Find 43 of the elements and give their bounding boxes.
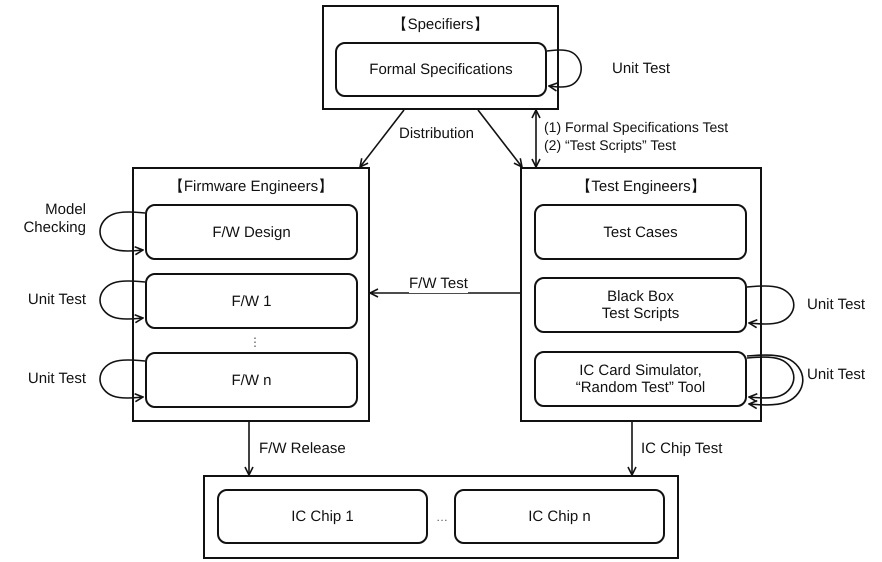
edge-label: F/W Test: [409, 275, 468, 293]
loop-arrow: [546, 49, 582, 92]
edge-label: IC Chip Test: [641, 440, 722, 458]
process-box: [534, 204, 747, 260]
node-label: F/W 1: [230, 292, 272, 310]
process-box: [534, 277, 747, 333]
process-box: [217, 489, 428, 544]
node-label: F/W n: [230, 372, 272, 388]
node-label: Black Box Test Scripts: [600, 288, 680, 322]
node-label: Formal Specifications: [368, 61, 514, 78]
process-box: [145, 273, 358, 329]
loop-arrow: [99, 280, 146, 324]
loop-arrow: [746, 285, 795, 328]
loop-arrow: [99, 359, 146, 402]
arrow: [359, 110, 405, 168]
ellipsis-text: …: [436, 510, 448, 524]
group-box: [132, 167, 370, 422]
arrow: [627, 422, 637, 476]
group-title: 【Test Engineers】: [575, 177, 707, 196]
arrow: [244, 422, 254, 476]
node-label: IC Chip n: [527, 508, 592, 525]
loop-arrow: [746, 354, 804, 410]
node-label: IC Chip 1: [290, 508, 355, 525]
group-box: [322, 5, 559, 110]
process-box: [145, 204, 358, 260]
loop-arrow: [746, 356, 795, 402]
node-label: Test Cases: [602, 224, 679, 240]
process-box: [145, 352, 358, 408]
process-box: [454, 489, 665, 544]
group-title: 【Firmware Engineers】: [168, 177, 334, 196]
node-label: IC Card Simulator, “Random Test” Tool: [574, 362, 706, 396]
edge-label: (1) Formal Specifications Test (2) “Test Scripts” Test: [544, 118, 730, 154]
group-box: [520, 167, 762, 422]
arrow: [369, 288, 520, 298]
arrow: [531, 109, 541, 168]
arrow: [477, 110, 523, 168]
ellipsis-text: ⋮: [249, 335, 261, 349]
process-box: [534, 351, 747, 407]
process-box: [335, 42, 547, 97]
group-title: 【Specifiers】: [392, 15, 490, 34]
loop-arrow: [99, 211, 146, 256]
group-box: [203, 475, 679, 559]
node-label: F/W Design: [211, 224, 292, 240]
